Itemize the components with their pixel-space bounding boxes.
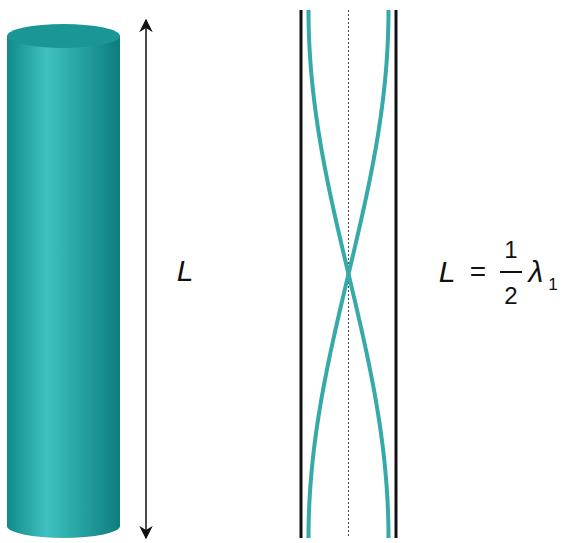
subscript: 1 [548, 276, 557, 293]
length-symbol: L [439, 257, 456, 287]
pipe-wall [300, 10, 303, 538]
fraction-numerator: 1 [504, 238, 517, 262]
wavelength-symbol: λ [529, 257, 544, 287]
fraction-denominator: 2 [504, 284, 517, 308]
pipe-wall [395, 10, 398, 538]
fraction-bar [500, 271, 522, 273]
standing-wave [309, 10, 389, 538]
standing-wave [309, 10, 389, 538]
equals-sign: = [470, 258, 486, 286]
cylinder-body [7, 36, 120, 538]
length-label: L [177, 256, 194, 286]
cylinder-top [7, 24, 120, 48]
length-arrow [145, 20, 147, 538]
